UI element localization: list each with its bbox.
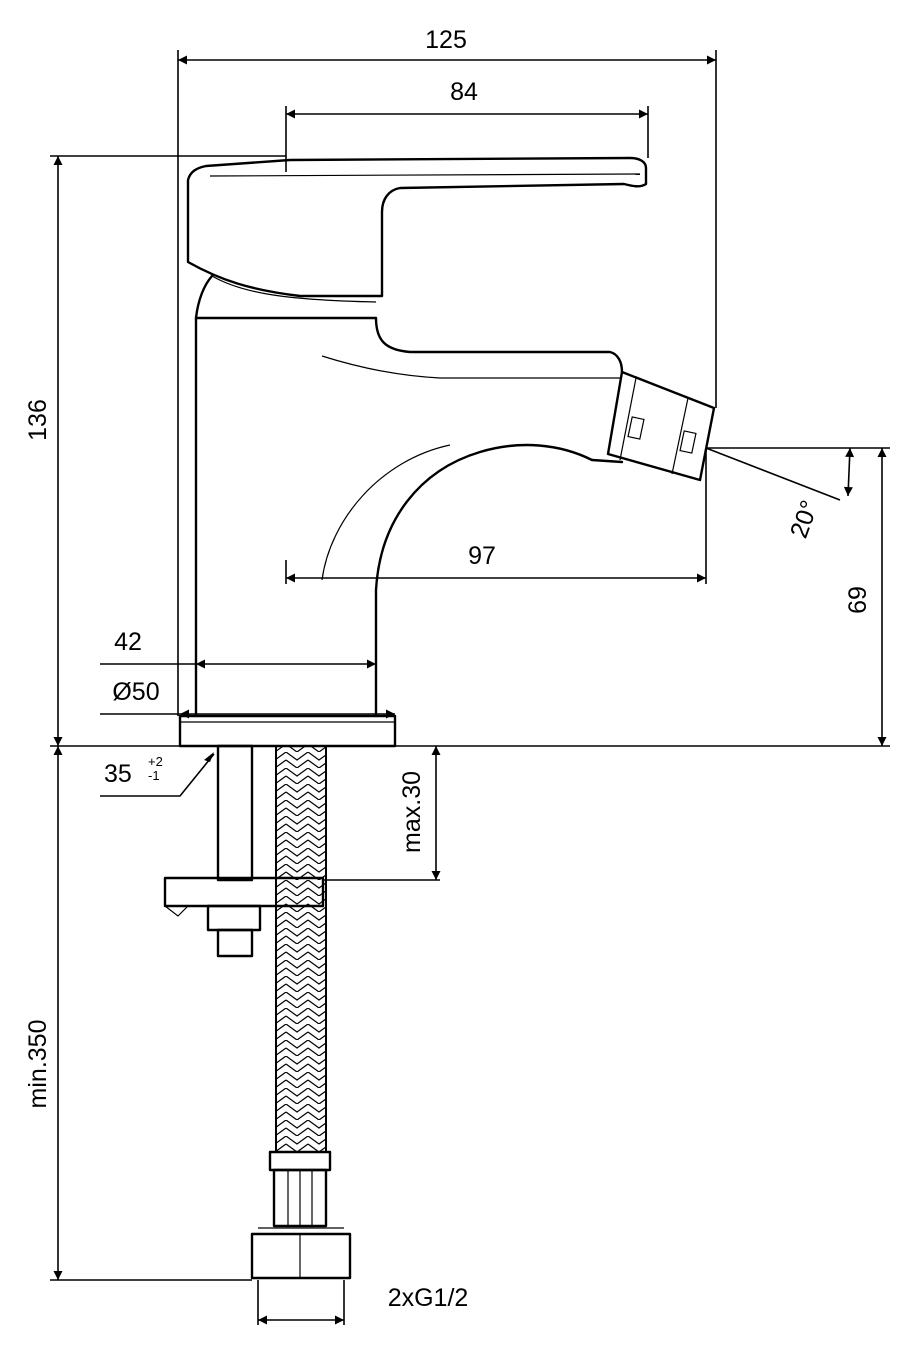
label-min350: min.350 [24,1020,52,1109]
label-97: 97 [468,542,496,570]
dimension-lines [53,55,887,1325]
dim-line-angle [843,447,855,497]
label-125: 125 [425,26,467,54]
label-136: 136 [24,399,52,441]
label-42: 42 [114,628,142,656]
extension-lines [50,50,890,1325]
label-20deg: 20° [785,497,824,542]
braided-hose [250,745,352,1280]
lever-handle [186,156,648,303]
label-2xg12: 2xG1/2 [388,1284,469,1312]
label-max30: max.30 [398,771,426,853]
spout-nozzle [606,370,716,482]
label-84: 84 [450,78,478,106]
faucet-body [178,274,624,748]
arrow-35-leader [204,752,214,762]
dimension-labels: 125 84 136 97 20° 69 42 Ø50 35 +2 -1 max… [24,26,872,1312]
label-d50: Ø50 [112,678,159,706]
label-35: 35 [104,760,132,788]
label-35-tol-plus: +2 [148,754,163,769]
label-35-tol-minus: -1 [148,768,160,783]
label-69: 69 [844,586,872,614]
